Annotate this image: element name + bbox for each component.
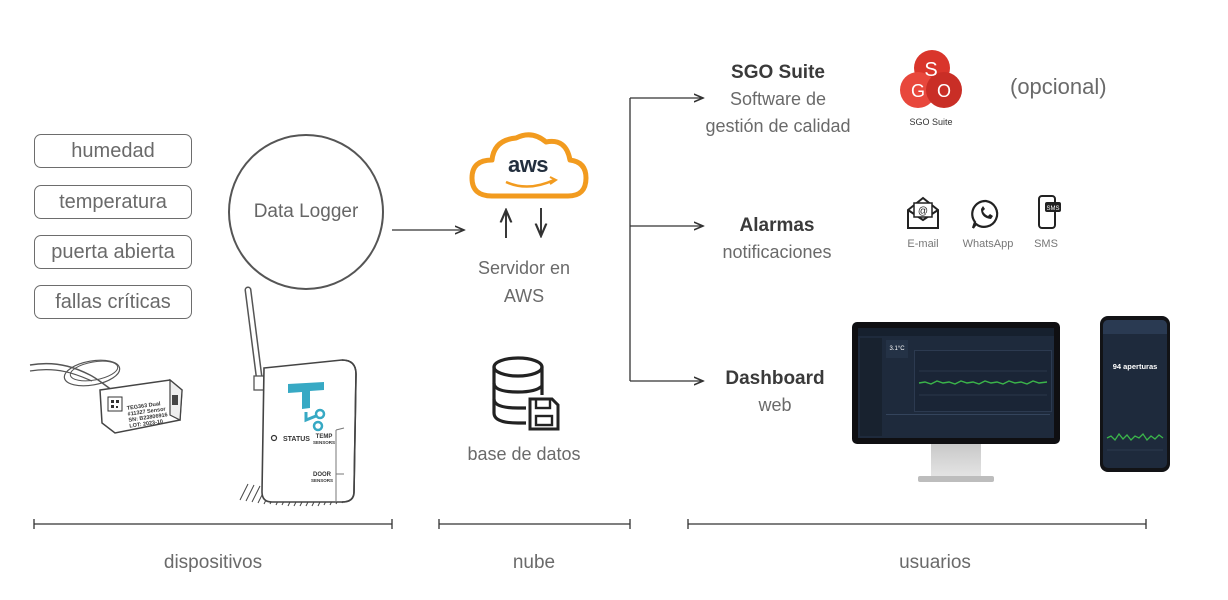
sgo-logo-label: SGO Suite <box>909 117 953 127</box>
svg-text:G: G <box>911 81 925 101</box>
sensor-door-open: puerta abierta <box>34 235 192 269</box>
svg-text:@: @ <box>918 206 928 217</box>
sensors-text: SENSORS <box>311 478 334 483</box>
sensor-label: temperatura <box>59 190 167 213</box>
temp-port-label: TEMP SENSORS <box>313 434 335 446</box>
sms-label: SMS <box>1034 238 1058 250</box>
phone-reading: 94 aperturas <box>1112 362 1158 371</box>
temp-text: TEMP <box>315 434 333 440</box>
monitor-screen: 3.1°C <box>858 328 1054 438</box>
dashboard-subtitle: web <box>758 395 792 415</box>
screen-chart-line <box>918 370 1048 396</box>
monitor-base <box>918 476 994 482</box>
sensor-label: fallas críticas <box>55 290 171 313</box>
phone-topbar <box>1103 320 1167 334</box>
screen-chart <box>914 350 1052 412</box>
screen-reading: 3.1°C <box>886 340 908 358</box>
alarms-subtitle: notificaciones <box>722 242 832 262</box>
screen-sidebar <box>860 338 882 436</box>
desktop-monitor: 3.1°C <box>852 322 1060 444</box>
temperature-probe-illustration <box>29 359 183 434</box>
sgo-title: SGO Suite <box>731 62 825 83</box>
data-logger-node: Data Logger <box>228 134 384 290</box>
monitor-stand <box>931 444 981 478</box>
aws-logo-text: aws <box>507 152 549 177</box>
sgo-block: SGO Suite Software de gestión de calidad <box>690 60 866 140</box>
aws-caption-line: Servidor en <box>477 258 571 278</box>
alarms-title: Alarmas <box>739 215 815 236</box>
phone-screen: 94 aperturas <box>1103 320 1167 468</box>
section-cloud-label: nube <box>512 552 556 573</box>
sensor-humidity: humedad <box>34 134 192 168</box>
whatsapp-icon <box>971 199 999 229</box>
screen-divider <box>886 414 1050 415</box>
email-icon: @ <box>907 196 939 229</box>
dashboard-title: Dashboard <box>725 368 825 389</box>
aws-caption-line: AWS <box>503 286 545 306</box>
sensor-critical-failures: fallas críticas <box>34 285 192 319</box>
section-users-label: usuarios <box>899 552 971 573</box>
aws-cloud-icon <box>469 132 589 199</box>
sms-icon: SMS <box>1038 195 1061 229</box>
sgo-line1: Software de <box>729 89 827 109</box>
status-label: STATUS <box>283 436 310 443</box>
email-label: E-mail <box>907 238 939 250</box>
sensor-temperature: temperatura <box>34 185 192 219</box>
data-logger-device-illustration <box>239 286 357 507</box>
door-text: DOOR <box>313 472 331 478</box>
phone-chart-line <box>1106 432 1164 451</box>
svg-text:S: S <box>924 59 937 81</box>
sensors-text: SENSORS <box>313 440 336 445</box>
sensor-label: puerta abierta <box>51 240 175 263</box>
data-logger-label: Data Logger <box>253 201 359 222</box>
mobile-phone: 94 aperturas <box>1100 316 1170 472</box>
aws-caption: Servidor en AWS <box>454 254 594 310</box>
svg-text:O: O <box>937 81 951 101</box>
sgo-suite-logo: S G O <box>900 50 962 108</box>
svg-text:SMS: SMS <box>1046 206 1059 212</box>
alarms-block: Alarmas notificaciones <box>700 213 854 265</box>
door-port-label: DOOR SENSORS <box>311 472 333 484</box>
screen-topbar <box>858 328 1054 336</box>
database-caption: base de datos <box>467 444 581 464</box>
sgo-line2: gestión de calidad <box>705 116 851 136</box>
dashboard-block: Dashboard web <box>700 366 850 418</box>
sensor-label: humedad <box>71 139 155 162</box>
optional-label: (opcional) <box>1010 74 1107 99</box>
section-devices-label: dispositivos <box>163 552 263 573</box>
database-icon <box>492 356 560 431</box>
whatsapp-label: WhatsApp <box>962 238 1014 250</box>
